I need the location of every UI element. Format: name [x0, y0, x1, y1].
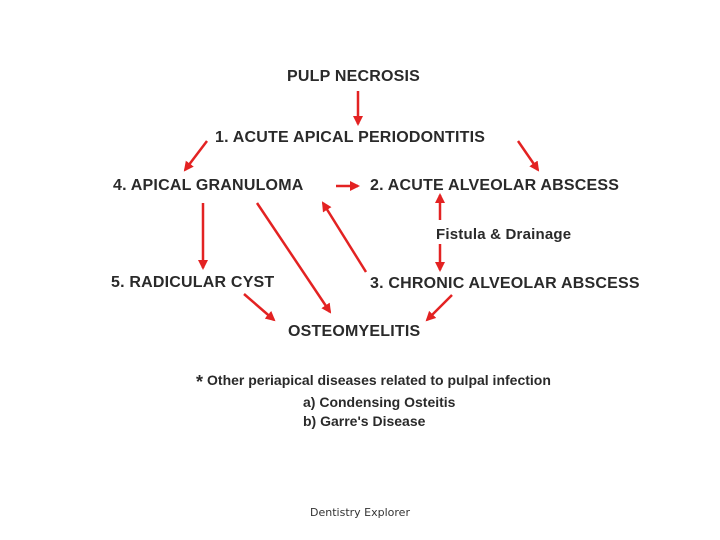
arrow-chronic-abscess-to-granuloma — [321, 201, 368, 273]
node-osteomyelitis: OSTEOMYELITIS — [288, 323, 421, 340]
arrow-periodontitis-to-granuloma — [183, 140, 208, 172]
footer-text: Dentistry Explorer — [310, 506, 410, 519]
arrow-chronic-abscess-to-osteomyelitis — [425, 294, 453, 322]
note-heading-text: Other periapical diseases related to pul… — [207, 372, 551, 388]
node-acute-apical-periodontitis: 1. ACUTE APICAL PERIODONTITIS — [215, 129, 486, 146]
node-radicular-cyst: 5. RADICULAR CYST — [111, 274, 275, 291]
note-item-condensing-osteitis: a) Condensing Osteitis — [303, 394, 456, 410]
arrow-granuloma-to-osteomyelitis — [255, 202, 332, 314]
node-apical-granuloma: 4. APICAL GRANULOMA — [113, 177, 304, 194]
node-acute-alveolar-abscess: 2. ACUTE ALVEOLAR ABSCESS — [370, 177, 620, 194]
node-chronic-alveolar-abscess: 3. CHRONIC ALVEOLAR ABSCESS — [370, 275, 640, 292]
note-heading: *Other periapical diseases related to pu… — [196, 372, 551, 393]
note-item-garres-disease: b) Garre's Disease — [303, 413, 426, 429]
node-fistula-drainage: Fistula & Drainage — [436, 226, 572, 243]
arrow-cyst-to-osteomyelitis — [243, 293, 276, 322]
note-star: * — [196, 372, 204, 392]
arrow-periodontitis-to-acute-abscess — [516, 140, 540, 172]
node-pulp-necrosis: PULP NECROSIS — [287, 68, 420, 85]
